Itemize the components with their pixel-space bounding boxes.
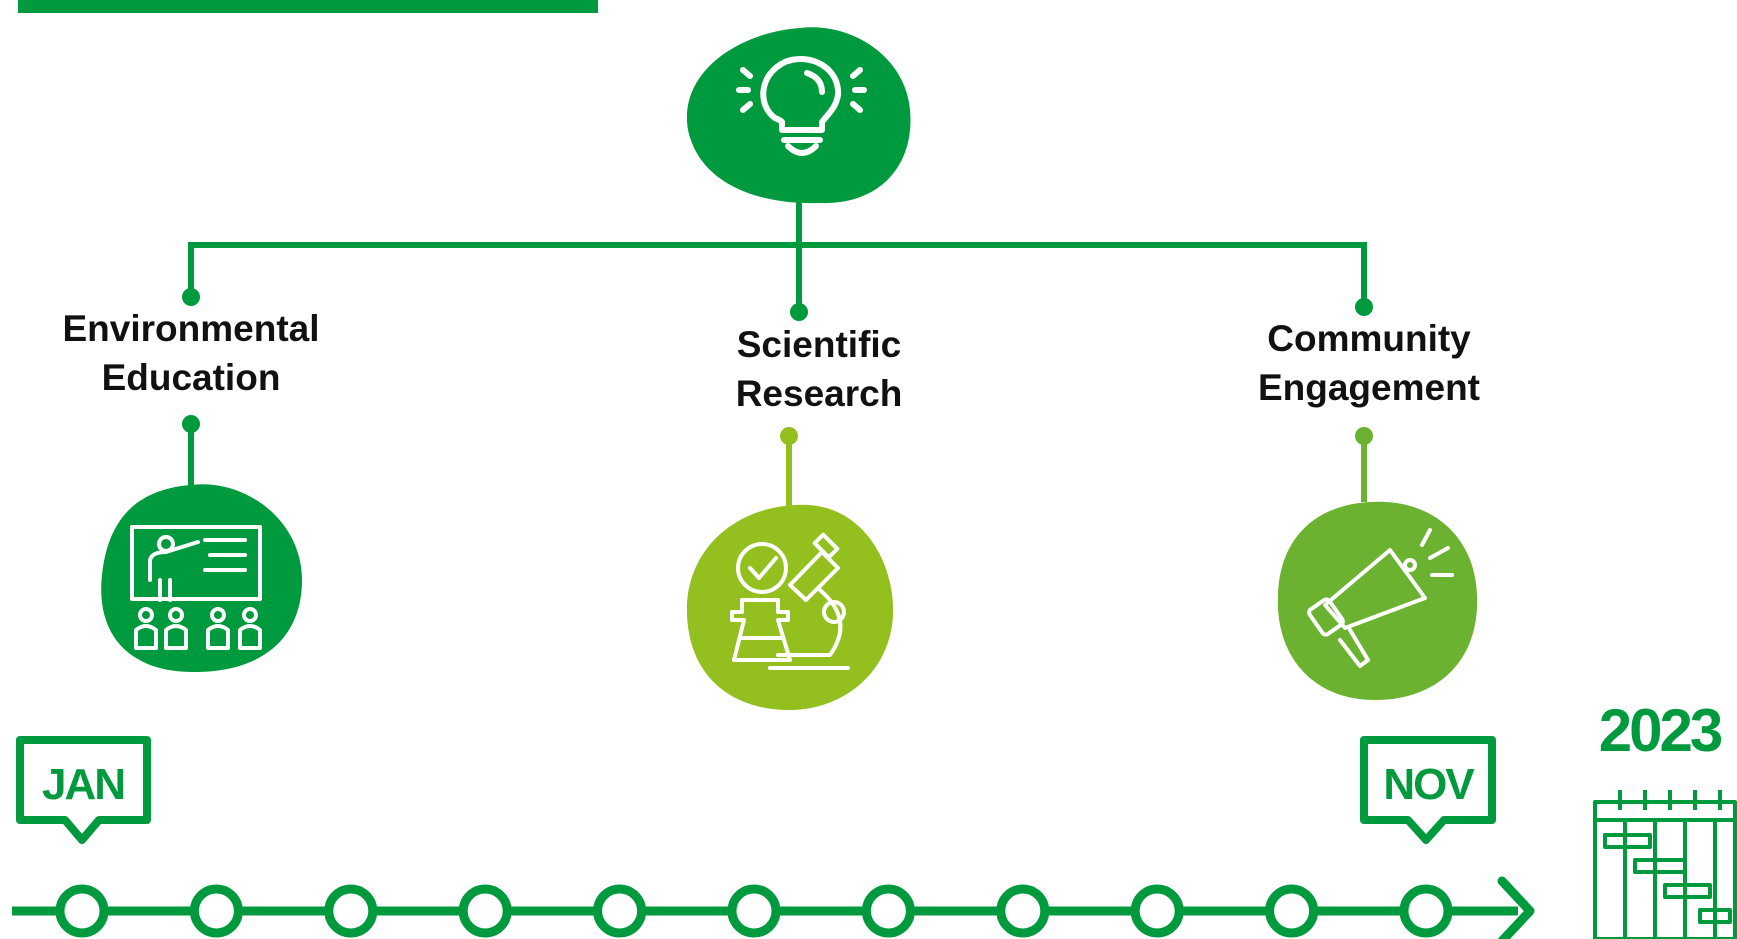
timeline-node — [55, 884, 109, 938]
label-community-engagement: Community Engagement — [1189, 314, 1549, 412]
root-node — [686, 27, 911, 204]
lightbulb-icon — [736, 56, 867, 156]
megaphone-icon — [1307, 528, 1454, 668]
pillar-community-engagement — [1277, 427, 1478, 700]
jan-tag — [16, 736, 151, 844]
label-line-2: Research — [735, 373, 903, 414]
microscope-icon — [730, 532, 850, 670]
timeline-node — [727, 884, 781, 938]
header-accent-bar — [18, 0, 598, 13]
root-blob — [686, 27, 911, 204]
timeline-node — [861, 884, 915, 938]
timeline-node — [1130, 884, 1184, 938]
nov-label: NOV — [1383, 760, 1474, 809]
nov-tag — [1360, 736, 1496, 844]
timeline-node — [458, 884, 512, 938]
timeline — [12, 876, 1535, 939]
connector-dots — [182, 288, 1373, 321]
label-line-2: Education — [101, 357, 281, 398]
tree-connectors — [188, 200, 1367, 312]
timeline-node — [1399, 884, 1453, 938]
label-line-2: Engagement — [1257, 367, 1481, 408]
year-label: 2023 — [1598, 697, 1723, 764]
timeline-node — [324, 884, 378, 938]
timeline-nodes — [55, 884, 1453, 938]
teacher-classroom-icon — [130, 525, 262, 650]
timeline-node — [1265, 884, 1319, 938]
jan-label: JAN — [41, 760, 126, 809]
timeline-node — [593, 884, 647, 938]
pillar-scientific-research — [686, 427, 894, 711]
timeline-node — [189, 884, 243, 938]
engagement-blob — [1277, 501, 1478, 700]
label-environmental-education: Environmental Education — [11, 304, 371, 402]
label-line-1: Community — [1267, 318, 1471, 359]
gantt-calendar-icon — [1593, 790, 1737, 939]
label-line-1: Scientific — [736, 324, 902, 365]
label-scientific-research: Scientific Research — [639, 320, 999, 418]
research-blob — [686, 504, 894, 711]
timeline-node — [996, 884, 1050, 938]
pillar-environmental-education — [101, 415, 302, 673]
label-line-1: Environmental — [62, 308, 320, 349]
